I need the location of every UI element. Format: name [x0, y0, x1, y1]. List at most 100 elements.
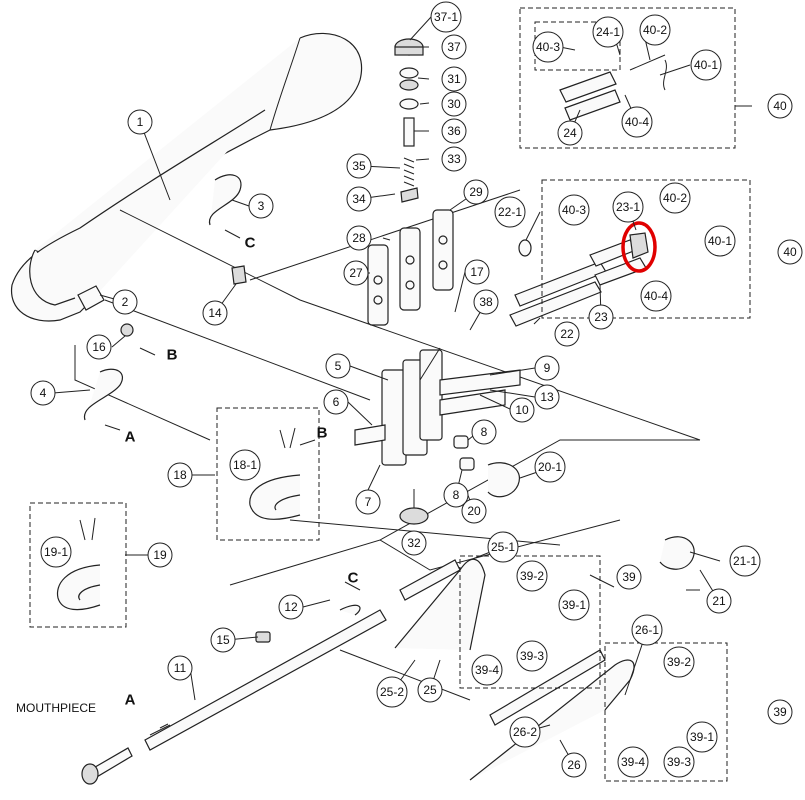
part-8-ferrule-a	[453, 435, 469, 449]
highlight-circle	[621, 221, 657, 273]
callout-11: 11	[174, 661, 187, 675]
callout-29: 29	[469, 185, 483, 199]
callout-32: 32	[407, 536, 421, 550]
callout-35: 35	[352, 159, 366, 173]
part-40-highlighted	[629, 232, 649, 259]
callout-39b: 39	[773, 705, 787, 719]
callout-40-1b: 40-1	[708, 234, 732, 248]
group-box-39-bottom	[604, 642, 728, 782]
callout-21: 21	[712, 594, 726, 608]
callout-40-3b: 40-3	[562, 203, 586, 217]
callout-3: 3	[258, 199, 265, 213]
callout-bubbles: 1 2 3 4 5 6 7 8 8 9 10 11 12 13 14 15 16…	[30, 1, 803, 778]
callout-40-2a: 40-2	[643, 23, 667, 37]
callout-20: 20	[467, 504, 481, 518]
callout-23-1: 23-1	[616, 200, 640, 214]
callout-39-3b: 39-3	[667, 755, 691, 769]
group-box-40-bottom	[541, 179, 751, 319]
callout-6: 6	[333, 395, 340, 409]
connector-A1: A	[125, 429, 136, 446]
mouthpiece-label: MOUTHPIECE	[16, 701, 96, 715]
callout-39-2b: 39-2	[667, 655, 691, 669]
callout-39a: 39	[622, 570, 636, 584]
callout-23: 23	[594, 310, 608, 324]
callout-40a: 40	[773, 99, 787, 113]
connector-A2: A	[125, 692, 136, 709]
callout-19: 19	[153, 548, 167, 562]
connector-C1: C	[245, 235, 256, 252]
group-box-19	[29, 502, 127, 628]
callout-14: 14	[208, 306, 222, 320]
callout-25-1: 25-1	[491, 540, 515, 554]
callout-38: 38	[479, 295, 493, 309]
callout-28: 28	[352, 231, 366, 245]
connector-B1: B	[167, 347, 178, 364]
callout-40-2b: 40-2	[663, 191, 687, 205]
callout-40-4b: 40-4	[644, 289, 668, 303]
callout-19-1: 19-1	[44, 545, 68, 559]
crook-3	[209, 174, 242, 226]
callout-13: 13	[540, 390, 554, 404]
callout-21-1: 21-1	[733, 554, 757, 568]
part-21-crook	[659, 536, 695, 570]
callout-5: 5	[335, 359, 342, 373]
callout-37-1: 37-1	[434, 10, 458, 24]
callout-2: 2	[122, 295, 129, 309]
callout-26-2: 26-2	[513, 725, 537, 739]
callout-15: 15	[216, 633, 230, 647]
callout-1: 1	[137, 115, 144, 129]
callout-27: 27	[349, 266, 363, 280]
valve-top-parts	[394, 38, 424, 203]
connector-letters: A A B B C C	[125, 235, 359, 709]
callout-20-1: 20-1	[538, 460, 562, 474]
slide-24	[559, 54, 667, 121]
callout-4: 4	[40, 386, 47, 400]
part-8-ferrule-b	[459, 457, 475, 471]
callout-39-3a: 39-3	[520, 649, 544, 663]
valve-block	[354, 349, 521, 525]
callout-31: 31	[447, 72, 461, 86]
callout-40-1a: 40-1	[694, 58, 718, 72]
callout-17: 17	[470, 265, 484, 279]
callout-18-1: 18-1	[233, 458, 257, 472]
group-box-18	[216, 407, 320, 541]
crook-19	[56, 564, 101, 611]
callout-39-1a: 39-1	[562, 598, 586, 612]
callout-37: 37	[447, 40, 461, 54]
callout-34: 34	[352, 192, 366, 206]
callout-30: 30	[447, 97, 461, 111]
callout-25-2: 25-2	[380, 685, 404, 699]
part-14-bracket	[231, 265, 247, 285]
crook-18	[249, 474, 301, 520]
callout-9: 9	[544, 361, 551, 375]
callout-26-1: 26-1	[635, 623, 659, 637]
callout-39-4b: 39-4	[621, 755, 645, 769]
callout-39-4a: 39-4	[475, 663, 499, 677]
valve-pistons	[367, 209, 454, 326]
callout-8a: 8	[481, 425, 488, 439]
callout-25: 25	[423, 683, 437, 697]
slide-assembly	[144, 558, 635, 781]
callout-18: 18	[173, 468, 187, 482]
connector-B2: B	[317, 425, 328, 442]
callout-40-4a: 40-4	[625, 115, 649, 129]
mouthpiece	[81, 747, 133, 785]
callout-7: 7	[365, 495, 372, 509]
bell-section	[10, 32, 363, 322]
callout-22-1: 22-1	[498, 205, 522, 219]
callout-12: 12	[284, 600, 298, 614]
crook-4	[84, 368, 123, 421]
group-box-40-top	[519, 7, 736, 149]
callout-40-3a: 40-3	[536, 40, 560, 54]
connector-C2: C	[348, 570, 359, 587]
callout-36: 36	[447, 124, 461, 138]
callout-40b: 40	[783, 245, 797, 259]
callout-39-2a: 39-2	[520, 569, 544, 583]
valve-slide-tubes	[509, 239, 647, 327]
callout-33: 33	[447, 152, 461, 166]
callout-22: 22	[560, 327, 574, 341]
callout-24-1: 24-1	[596, 25, 620, 39]
part-20-crook	[487, 462, 521, 498]
callout-39-1b: 39-1	[690, 730, 714, 744]
